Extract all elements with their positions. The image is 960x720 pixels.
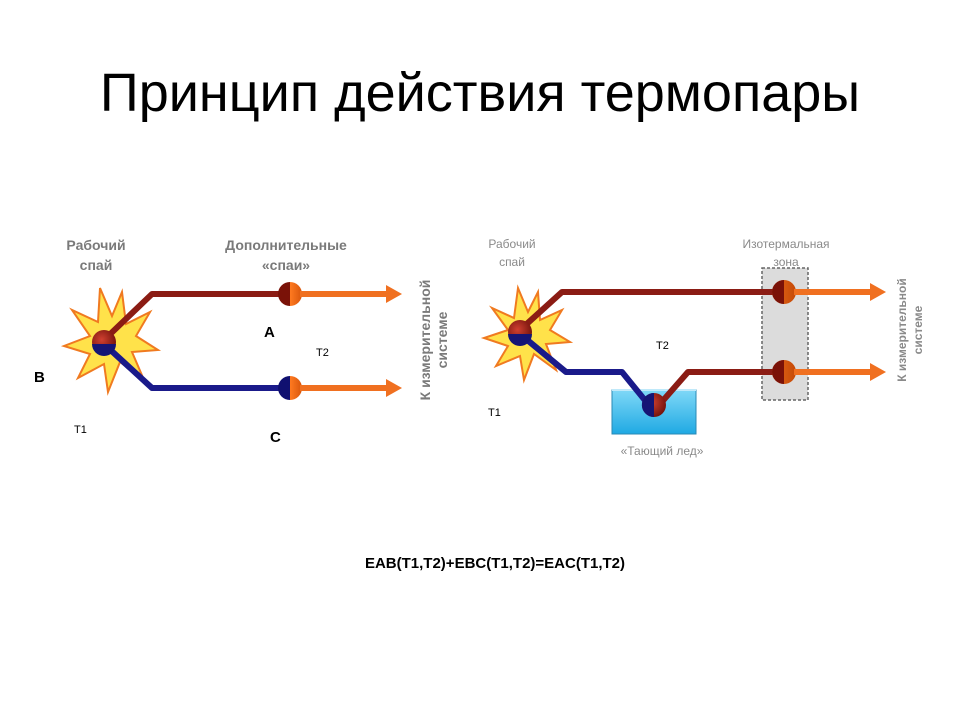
wire-blue-bottom — [101, 341, 284, 391]
label-measure-system-1: К измерительной — [417, 280, 433, 401]
label-working-junction-2: спай — [499, 255, 525, 269]
label-measure-system-2: системе — [434, 311, 450, 368]
wire-red-top — [101, 291, 284, 343]
right-diagram: Рабочий спай Изотермальная зона «Тающий … — [480, 237, 925, 458]
extra-junction-top — [278, 282, 302, 306]
arrow-right-icon — [386, 285, 402, 303]
label-isothermal-zone-1: Изотермальная — [742, 237, 829, 251]
label-t1: T1 — [488, 407, 501, 419]
marker-b: B — [34, 369, 45, 386]
label-isothermal-zone-2: зона — [773, 255, 799, 269]
label-working-junction-1: Рабочий — [66, 237, 125, 253]
label-extra-junctions-2: «спаи» — [262, 257, 310, 273]
arrow-right-icon — [870, 363, 886, 381]
marker-a: A — [264, 324, 275, 341]
label-melting-ice: «Тающий лед» — [621, 444, 704, 458]
wire-red-top — [517, 289, 778, 333]
label-t2: T2 — [656, 340, 669, 352]
label-working-junction-1: Рабочий — [488, 237, 535, 251]
formula: EAB(T1,T2)+EBC(T1,T2)=EAC(T1,T2) — [364, 555, 626, 572]
extra-junction-bottom — [278, 376, 302, 400]
page-title: Принцип действия термопары — [99, 63, 861, 123]
label-measure-system-1: К измерительной — [895, 278, 909, 381]
wire-red-lower — [657, 369, 778, 406]
wire-blue-bottom — [518, 331, 651, 406]
label-working-junction-2: спай — [80, 257, 113, 273]
left-diagram: Рабочий спай Дополнительные «спаи» К изм… — [34, 237, 450, 446]
label-t1: T1 — [74, 424, 87, 436]
label-extra-junctions-1: Дополнительные — [225, 237, 347, 253]
arrow-right-icon — [386, 379, 402, 397]
marker-c: C — [270, 429, 281, 446]
label-measure-system-2: системе — [911, 305, 925, 354]
arrow-right-icon — [870, 283, 886, 301]
label-t2: T2 — [316, 347, 329, 359]
